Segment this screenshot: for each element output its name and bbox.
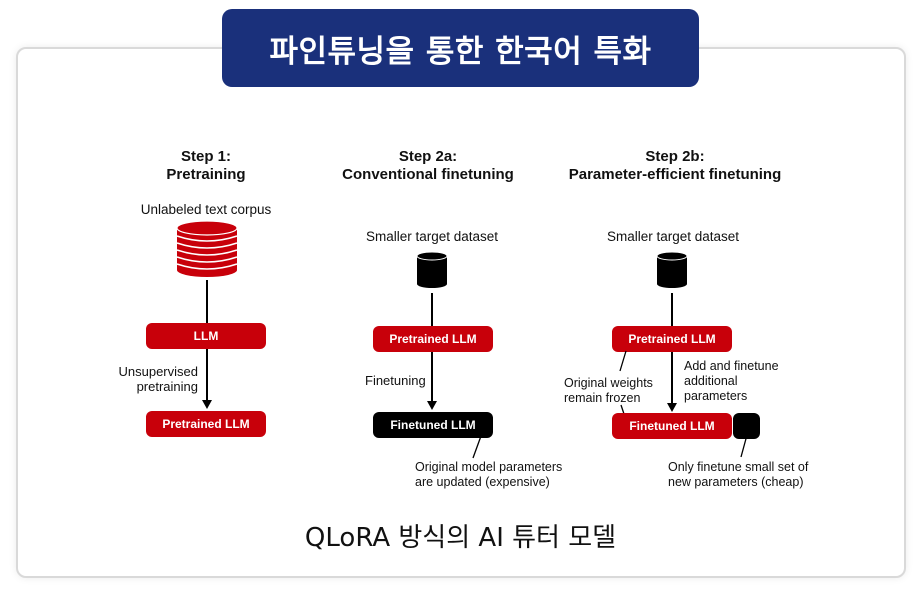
step2b-arrowhead-icon (667, 403, 677, 412)
step2b-arrow-line (671, 352, 673, 404)
step2a-connector (431, 293, 433, 326)
step1-arrowhead-icon (202, 400, 212, 409)
step2b-frozen-note-line1: Original weights (564, 376, 653, 390)
step1-arrow-line (206, 349, 208, 401)
content-card (16, 47, 906, 578)
step2b-edge-label: Add and finetune additional parameters (684, 359, 779, 404)
step2b-pretrained-llm-box: Pretrained LLM (612, 326, 732, 352)
step2b-heading-line2: Parameter-efficient finetuning (568, 166, 782, 183)
step1-connector (206, 280, 208, 323)
step1-edge-label: Unsupervised pretraining (108, 364, 199, 394)
step2b-edge-label-line1: Add and finetune (684, 359, 779, 373)
step2b-note-line1: Only finetune small set of (668, 460, 809, 474)
step2a-note: Original model parameters are updated (e… (415, 460, 562, 490)
step2b-new-parameters-block (733, 413, 760, 439)
step2a-note-pointer (472, 435, 482, 459)
step2a-note-line2: are updated (expensive) (415, 475, 550, 489)
database-icon (656, 251, 688, 288)
step2b-frozen-note: Original weights remain frozen (564, 376, 653, 406)
step2a-finetuned-llm-box: Finetuned LLM (373, 412, 493, 438)
step1-llm-box: LLM (146, 323, 266, 349)
step2b-heading-line1: Step 2b: (645, 148, 705, 165)
step2a-edge-label: Finetuning (365, 373, 426, 388)
step2a-pretrained-llm-box: Pretrained LLM (373, 326, 493, 352)
step2b-edge-label-line2: additional (684, 374, 738, 388)
step2a-heading: Step 2a: Conventional finetuning (342, 148, 514, 184)
step1-heading-line1: Step 1: (180, 148, 231, 165)
step2a-note-line1: Original model parameters (415, 460, 563, 474)
step1-edge-label-line1: Unsupervised (118, 364, 199, 379)
step2b-note-pointer (740, 434, 748, 458)
step2b-note-line2: new parameters (cheap) (668, 475, 804, 489)
step2a-dataset-label: Smaller target dataset (365, 229, 499, 244)
database-icon (416, 251, 448, 288)
step2a-heading-line2: Conventional finetuning (342, 166, 514, 183)
step2a-arrow-line (431, 352, 433, 402)
step1-pretrained-llm-box: Pretrained LLM (146, 411, 266, 437)
step2b-note: Only finetune small set of new parameter… (668, 460, 808, 490)
figure-caption: QLoRA 방식의 AI 튜터 모델 (304, 523, 617, 553)
step2a-heading-line1: Step 2a: (398, 148, 458, 165)
step2b-dataset-label: Smaller target dataset (606, 229, 740, 244)
step2b-finetuned-llm-box: Finetuned LLM (612, 413, 732, 439)
step1-edge-label-line2: pretraining (136, 379, 198, 394)
step2b-frozen-note-line2: remain frozen (564, 391, 641, 405)
step2a-arrowhead-icon (427, 401, 437, 410)
step2b-connector (671, 293, 673, 326)
step1-heading: Step 1: Pretraining (166, 148, 245, 184)
step2b-edge-label-line3: parameters (684, 389, 748, 403)
database-stack-icon (176, 220, 238, 277)
step1-heading-line2: Pretraining (166, 166, 246, 183)
page-title: 파인튜닝을 통한 한국어 특화 (222, 9, 699, 87)
step1-dataset-label: Unlabeled text corpus (140, 202, 272, 217)
step2b-heading: Step 2b: Parameter-efficient finetuning (569, 148, 782, 184)
step2b-frozen-pointer-top (619, 350, 627, 372)
